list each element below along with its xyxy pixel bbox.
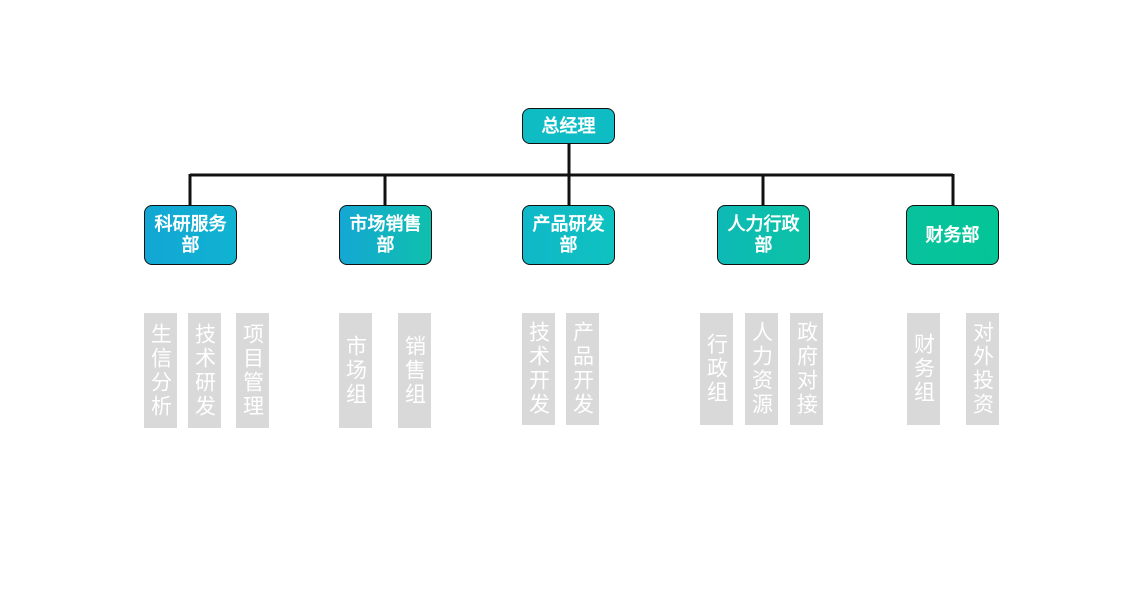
dept-node-finance: 财务部 [906, 205, 999, 265]
group-label: 市场组 [343, 334, 368, 407]
group-box: 生信分析 [144, 313, 177, 428]
group-box: 销售组 [398, 313, 431, 428]
dept-node-hr-admin: 人力行政部 [717, 205, 810, 265]
dept-label: 财务部 [925, 224, 980, 246]
group-label: 技术研发 [192, 322, 217, 419]
group-box: 对外投资 [966, 313, 999, 425]
dept-label: 人力行政部 [727, 214, 800, 256]
group-label: 生信分析 [148, 322, 173, 419]
group-label: 政府对接 [794, 321, 819, 417]
group-label: 人力资源 [749, 321, 774, 417]
group-box: 产品开发 [566, 313, 599, 425]
root-label: 总经理 [541, 115, 596, 137]
group-label: 对外投资 [970, 321, 995, 417]
group-box: 人力资源 [745, 313, 778, 425]
dept-node-product-rd: 产品研发部 [522, 205, 615, 265]
group-box: 技术开发 [522, 313, 555, 425]
group-label: 销售组 [402, 334, 427, 407]
group-label: 产品开发 [570, 321, 595, 417]
dept-label: 产品研发部 [532, 214, 605, 256]
dept-label: 科研服务部 [154, 214, 227, 256]
root-node-general-manager: 总经理 [522, 108, 615, 144]
dept-node-marketing-sales: 市场销售部 [339, 205, 432, 265]
group-box: 市场组 [339, 313, 372, 428]
group-box: 政府对接 [790, 313, 823, 425]
dept-node-research-service: 科研服务部 [144, 205, 237, 265]
group-box: 项目管理 [236, 313, 269, 428]
group-box: 财务组 [907, 313, 940, 425]
dept-label: 市场销售部 [349, 214, 422, 256]
group-label: 技术开发 [526, 321, 551, 417]
group-box: 行政组 [700, 313, 733, 425]
group-label: 项目管理 [240, 322, 265, 419]
group-label: 财务组 [911, 333, 936, 405]
group-box: 技术研发 [188, 313, 221, 428]
group-label: 行政组 [704, 333, 729, 405]
